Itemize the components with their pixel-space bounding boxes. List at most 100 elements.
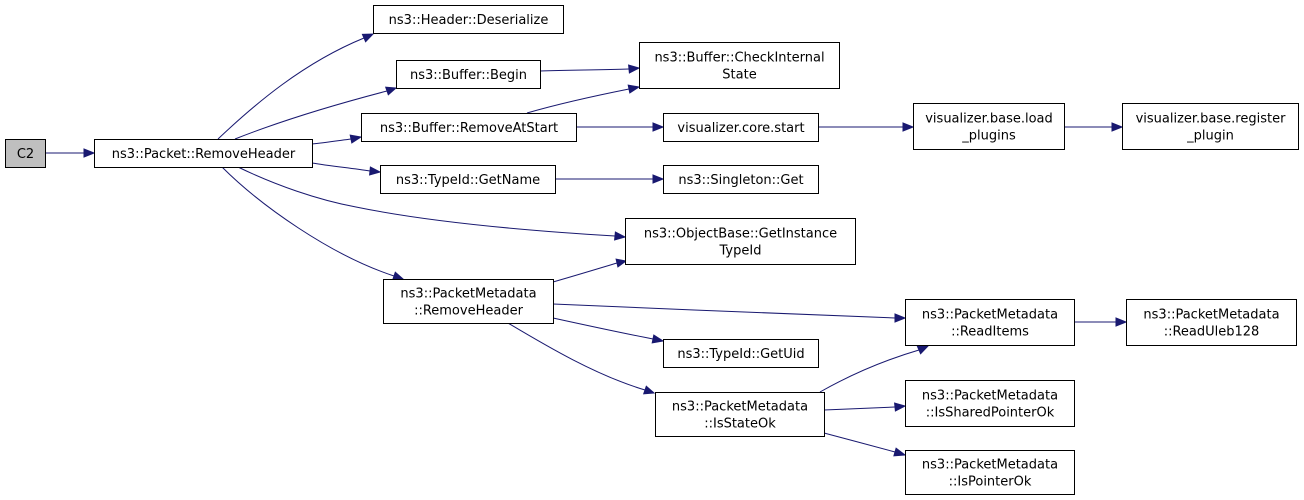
edge-arrowhead	[902, 122, 915, 132]
node-packet-remove-header[interactable]: ns3::Packet::RemoveHeader	[94, 139, 313, 168]
node-box	[1126, 299, 1297, 346]
node-label-line: visualizer.base.register	[1136, 112, 1287, 127]
node-header-deserialize[interactable]: ns3::Header::Deserialize	[373, 5, 564, 34]
edge-arrowhead	[894, 313, 907, 323]
node-packet-metadata-is-pointer-ok[interactable]: ns3::PacketMetadata::IsPointerOk	[905, 450, 1075, 495]
node-box	[655, 392, 825, 437]
node-visualizer-base-load-plugins[interactable]: visualizer.base.load _plugins	[913, 103, 1065, 150]
edge-packet-remove-header-to-header-deserialize	[217, 33, 375, 140]
node-label-line: ::ReadUleb128	[1164, 325, 1260, 340]
edge-line	[539, 68, 630, 72]
node-box	[905, 450, 1075, 495]
node-box	[5, 139, 46, 168]
node-label-line: ns3::Buffer::Begin	[410, 68, 527, 83]
edge-arrowhead	[893, 447, 907, 457]
node-box	[396, 60, 541, 89]
node-label-line: ns3::PacketMetadata	[922, 458, 1058, 473]
edge-packet-remove-header-to-typeid-get-name	[311, 162, 382, 176]
edge-visualizer-base-load-plugins-to-visualizer-base-register-plugin	[1064, 122, 1124, 132]
edge-arrowhead	[614, 231, 627, 241]
edge-arrowhead	[349, 134, 363, 144]
node-label-line: ns3::PacketMetadata	[672, 400, 808, 415]
node-label-line: ns3::TypeId::GetUid	[677, 347, 804, 362]
edge-packet-metadata-read-items-to-packet-metadata-read-uleb128	[1074, 317, 1128, 327]
node-box	[94, 139, 313, 168]
edge-packet-remove-header-to-buffer-remove-at-start	[311, 134, 363, 145]
edge-arrowhead	[652, 122, 665, 132]
edge-line	[221, 166, 395, 277]
node-packet-metadata-read-items[interactable]: ns3::PacketMetadata::ReadItems	[905, 299, 1075, 346]
edge-line	[552, 303, 896, 319]
node-label-line: ns3::ObjectBase::GetInstance	[644, 227, 837, 242]
node-box	[913, 103, 1065, 150]
edge-arrowhead	[1111, 122, 1124, 132]
node-box	[373, 5, 564, 34]
node-label-line: ns3::Header::Deserialize	[389, 13, 549, 28]
node-buffer-begin[interactable]: ns3::Buffer::Begin	[396, 60, 541, 89]
node-box	[361, 113, 577, 142]
edge-buffer-begin-to-buffer-check-internal-state	[539, 64, 641, 74]
node-packet-metadata-is-state-ok[interactable]: ns3::PacketMetadata::IsStateOk	[655, 392, 825, 437]
node-singleton-get[interactable]: ns3::Singleton::Get	[663, 165, 819, 194]
edge-line	[823, 432, 896, 453]
node-label-line: _plugins	[961, 129, 1016, 144]
node-label-line: ns3::Buffer::RemoveAtStart	[380, 121, 558, 136]
node-label-line: ::IsSharedPointerOk	[926, 406, 1055, 421]
edge-packet-remove-header-to-packet-metadata-remove-header	[221, 166, 405, 281]
edge-arrowhead	[615, 258, 628, 268]
edge-arrowhead	[916, 345, 930, 355]
node-box	[663, 165, 819, 194]
edge-packet-metadata-remove-header-to-packet-metadata-read-items	[552, 303, 907, 323]
node-packet-metadata-is-shared-pointer-ok[interactable]: ns3::PacketMetadata::IsSharedPointerOk	[905, 380, 1075, 427]
node-label-line: ::IsPointerOk	[949, 475, 1032, 490]
node-label-line: C2	[17, 147, 34, 162]
edge-packet-metadata-remove-header-to-packet-metadata-is-state-ok	[507, 322, 656, 395]
node-visualizer-core-start[interactable]: visualizer.core.start	[663, 113, 819, 142]
node-label-line: ns3::Packet::RemoveHeader	[112, 147, 296, 162]
node-label-line: visualizer.base.load	[925, 112, 1053, 127]
edge-arrowhead	[652, 174, 665, 184]
edge-visualizer-core-start-to-visualizer-base-load-plugins	[818, 122, 915, 132]
node-typeid-get-name[interactable]: ns3::TypeId::GetName	[380, 165, 556, 194]
edge-packet-remove-header-to-buffer-begin	[234, 86, 398, 140]
node-box	[625, 218, 856, 265]
node-label-line: State	[722, 68, 756, 83]
edge-arrowhead	[391, 271, 405, 281]
node-box	[905, 299, 1075, 346]
edge-arrowhead	[642, 385, 656, 395]
node-label-line: visualizer.core.start	[677, 121, 804, 136]
edge-line	[552, 262, 618, 283]
node-label-line: TypeId	[719, 244, 762, 259]
edge-arrowhead	[361, 33, 375, 43]
node-label-line: ns3::PacketMetadata	[400, 287, 536, 302]
edge-packet-remove-header-to-objectbase-get-instance-typeid	[237, 166, 627, 241]
node-buffer-remove-at-start[interactable]: ns3::Buffer::RemoveAtStart	[361, 113, 577, 142]
edge-packet-metadata-is-state-ok-to-packet-metadata-read-items	[819, 345, 930, 393]
node-label-line: ::ReadItems	[951, 325, 1029, 340]
node-box	[1122, 103, 1299, 150]
node-box	[663, 339, 819, 368]
edge-line	[237, 166, 616, 237]
node-box	[905, 380, 1075, 427]
node-visualizer-base-register-plugin[interactable]: visualizer.base.register_plugin	[1122, 103, 1299, 150]
node-packet-metadata-remove-header[interactable]: ns3::PacketMetadata::RemoveHeader	[383, 279, 554, 324]
edge-typeid-get-name-to-singleton-get	[555, 174, 665, 184]
node-box	[663, 113, 819, 142]
node-label-line: ns3::TypeId::GetName	[396, 173, 540, 188]
edge-line	[819, 349, 920, 393]
nodes-layer: C2 ns3::Packet::RemoveHeader ns3::Header::…	[5, 5, 1299, 495]
edge-line	[311, 138, 352, 145]
node-c2[interactable]: C2	[5, 139, 46, 168]
node-label-line: ns3::PacketMetadata	[922, 308, 1058, 323]
edge-line	[552, 317, 654, 340]
node-typeid-get-uid[interactable]: ns3::TypeId::GetUid	[663, 339, 819, 368]
edge-arrowhead	[628, 64, 641, 74]
edge-c2-to-packet-remove-header	[45, 148, 96, 158]
edge-packet-metadata-is-state-ok-to-packet-metadata-is-shared-pointer-ok	[823, 402, 907, 412]
node-packet-metadata-read-uleb128[interactable]: ns3::PacketMetadata::ReadUleb128	[1126, 299, 1297, 346]
edge-line	[234, 90, 388, 140]
edge-line	[507, 322, 646, 391]
edge-buffer-remove-at-start-to-buffer-check-internal-state	[526, 84, 641, 114]
